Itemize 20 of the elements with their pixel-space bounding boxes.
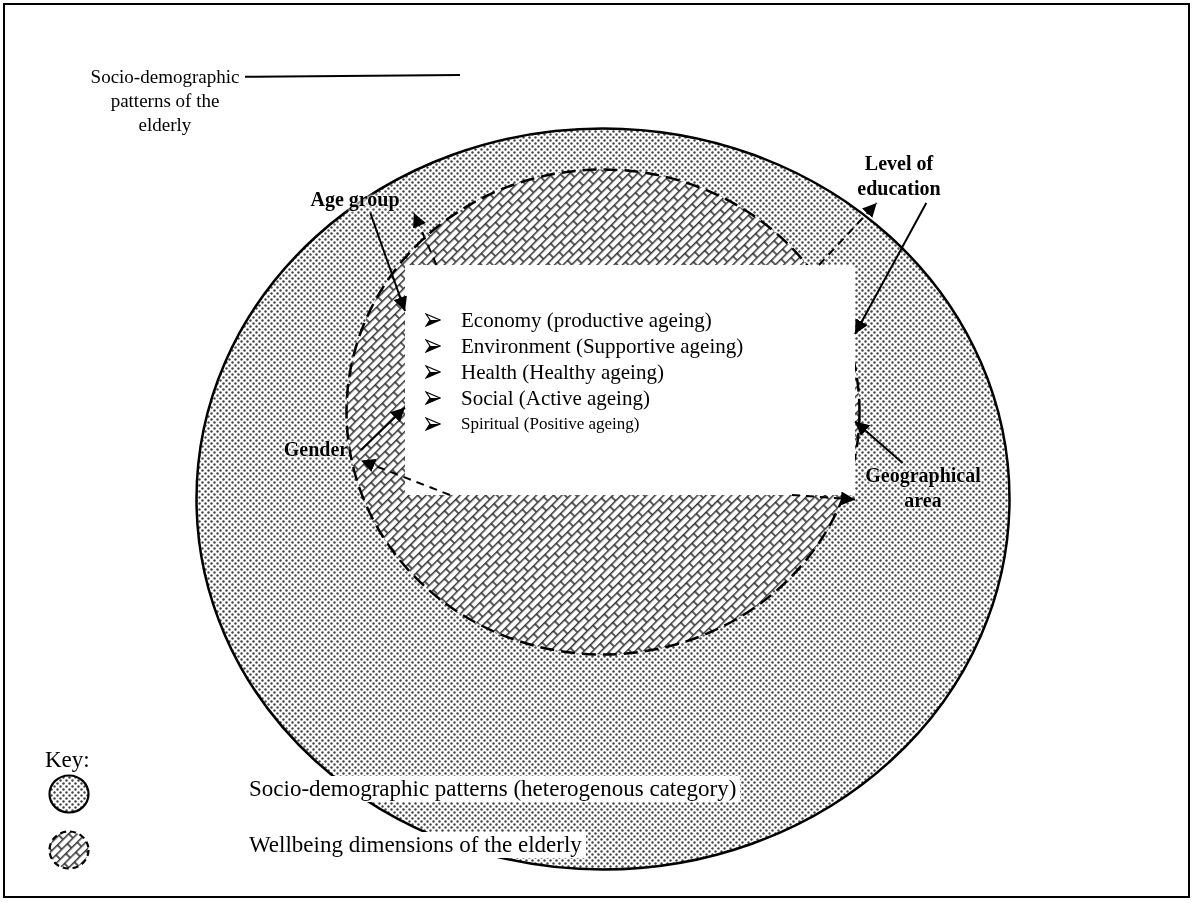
dimension-text: Spiritual (Positive ageing) <box>461 414 640 434</box>
caption-label: Socio-demographic patterns of the elderly <box>85 65 245 149</box>
arrow <box>369 212 407 312</box>
dimension-text: Health (Healthy ageing) <box>461 359 664 385</box>
dashed-arrow <box>412 212 438 266</box>
dimension-text: Environment (Supportive ageing) <box>461 333 744 359</box>
arrow <box>360 406 406 451</box>
dimension-text: Social (Active ageing) <box>461 385 650 411</box>
dashed-arrow <box>360 458 451 496</box>
dimension-text: Economy (productive ageing) <box>461 307 712 333</box>
dashed-arrow <box>818 202 878 266</box>
dashed-arrow <box>791 491 856 506</box>
category-label: Level of education <box>837 151 961 203</box>
arrow <box>854 420 904 464</box>
leader-line <box>244 74 461 78</box>
category-label: Gender <box>271 437 361 463</box>
arrow <box>854 202 928 335</box>
category-label: Geographical area <box>855 463 991 515</box>
dimensions-panel <box>405 265 855 495</box>
key-heading: Key: <box>45 747 90 773</box>
